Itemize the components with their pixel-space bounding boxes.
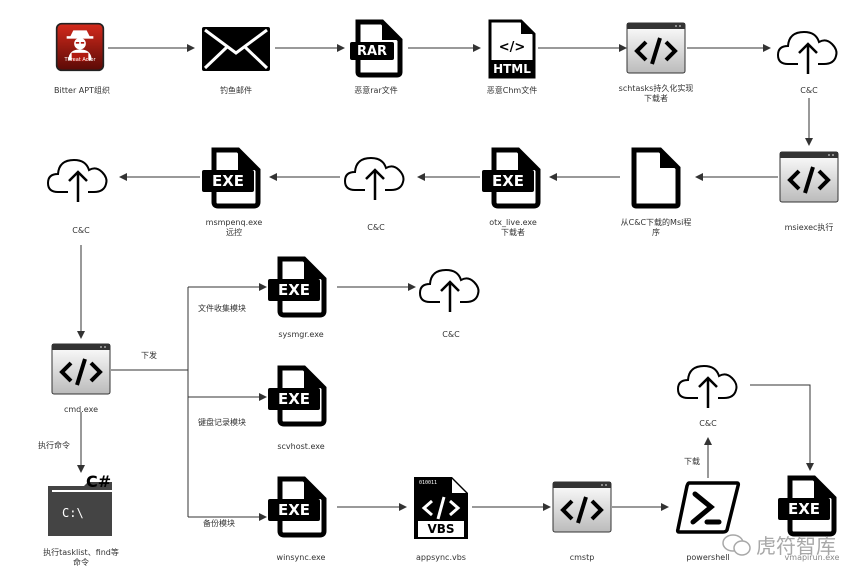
node-console[interactable]: C# C:\ xyxy=(48,472,116,538)
exe-badge: EXE xyxy=(277,390,311,408)
label-msi-1: 从C&C下载的Msi程 xyxy=(620,218,692,227)
exe-badge: EXE xyxy=(491,172,525,190)
label-vmapirun: vmapirun.exe xyxy=(784,553,840,562)
exe-file-icon xyxy=(778,475,837,537)
label-cc1: C&C xyxy=(800,86,818,95)
code-window-icon[interactable] xyxy=(552,481,612,533)
edge-cc5-vmapirun xyxy=(750,384,814,471)
rar-badge: RAR xyxy=(356,44,388,59)
label-otx-2: 下载者 xyxy=(501,228,525,237)
label-msi-2: 序 xyxy=(652,228,660,237)
csharp-badge: C# xyxy=(86,472,112,491)
label-rar-file: 恶意rar文件 xyxy=(354,86,398,95)
html-file-icon: </> xyxy=(488,19,536,79)
rar-file-icon xyxy=(350,19,403,78)
edge-label-download: 下载 xyxy=(684,457,700,466)
html-badge: HTML xyxy=(493,62,531,76)
label-console-2: 命令 xyxy=(73,558,89,567)
file-icon[interactable] xyxy=(630,146,682,210)
watermark-text: 虎符智库 xyxy=(756,534,836,558)
exe-badge: EXE xyxy=(787,500,821,518)
cloud-upload-icon[interactable] xyxy=(343,150,409,200)
label-schtasks-2: 下载者 xyxy=(644,94,668,103)
csharp-console-icon xyxy=(48,482,112,536)
label-sysmgr: sysmgr.exe xyxy=(278,330,324,339)
exe-file-icon xyxy=(202,147,261,209)
exe-file-icon xyxy=(482,147,541,209)
label-msmpenq-1: msmpenq.exe xyxy=(205,218,263,227)
exe-badge: EXE xyxy=(277,281,311,299)
edge-label-exec-cmd: 执行命令 xyxy=(38,441,70,450)
svg-text:</>: </> xyxy=(499,40,526,55)
edge-label-keylogger: 键盘记录模块 xyxy=(198,418,246,427)
threat-actor-badge: Threat Actor xyxy=(64,57,96,63)
powershell-icon[interactable] xyxy=(675,480,741,534)
edge-label-backup: 备份模块 xyxy=(203,519,235,528)
label-powershell: powershell xyxy=(686,553,730,562)
node-appsync[interactable]: 010011 VBS xyxy=(412,475,470,541)
code-window-icon[interactable] xyxy=(51,343,111,395)
threat-actor-icon xyxy=(55,22,105,72)
label-schtasks-1: schtasks持久化实现 xyxy=(618,84,694,93)
exe-file-icon xyxy=(268,365,327,427)
vbs-badge: VBS xyxy=(427,522,455,536)
edge-label-file-collect: 文件收集模块 xyxy=(198,304,246,313)
label-cc3: C&C xyxy=(72,226,90,235)
wechat-icon xyxy=(722,533,751,556)
label-appsync: appsync.vbs xyxy=(416,553,466,562)
cloud-upload-icon[interactable] xyxy=(418,262,484,312)
cloud-upload-icon[interactable] xyxy=(676,358,742,408)
label-cmstp: cmstp xyxy=(569,553,595,562)
vbs-bits: 010011 xyxy=(419,480,438,486)
label-threat-actor: Bitter APT组织 xyxy=(54,86,110,95)
label-cc5: C&C xyxy=(699,419,717,428)
label-scvhost: scvhost.exe xyxy=(277,442,325,451)
cloud-upload-icon[interactable] xyxy=(776,24,842,74)
label-phishing-mail: 钓鱼邮件 xyxy=(220,86,252,95)
watermark: 虎符智库 xyxy=(722,530,836,559)
vbs-file-icon xyxy=(414,477,468,539)
exe-file-icon xyxy=(268,256,327,318)
label-cmd: cmd.exe xyxy=(63,405,99,414)
node-sysmgr[interactable]: EXE xyxy=(266,255,332,319)
exe-file-icon xyxy=(268,476,327,538)
node-winsync[interactable]: EXE xyxy=(266,475,332,539)
exe-badge: EXE xyxy=(277,501,311,519)
label-cc4: C&C xyxy=(442,330,460,339)
node-otx-live[interactable]: EXE xyxy=(480,146,546,210)
cloud-upload-icon[interactable] xyxy=(46,152,112,202)
node-scvhost[interactable]: EXE xyxy=(266,364,332,428)
label-msiexec: msiexec执行 xyxy=(784,223,834,232)
node-threat-actor[interactable]: Threat Actor xyxy=(52,22,108,72)
label-otx-1: otx_live.exe xyxy=(489,218,537,227)
node-vmapirun[interactable]: EXE xyxy=(776,474,842,538)
node-rar-file[interactable]: RAR xyxy=(348,18,406,78)
node-chm-file[interactable]: </> HTML xyxy=(487,18,537,80)
code-window-icon[interactable] xyxy=(626,22,686,74)
label-cc2: C&C xyxy=(367,223,385,232)
console-prompt: C:\ xyxy=(62,506,84,520)
edge-label-issue: 下发 xyxy=(141,351,157,360)
label-winsync: winsync.exe xyxy=(276,553,326,562)
envelope-icon[interactable] xyxy=(202,27,270,71)
node-msmpenq[interactable]: EXE xyxy=(200,146,266,210)
label-console-1: 执行tasklist、find等 xyxy=(43,548,119,557)
code-window-icon[interactable] xyxy=(779,151,839,203)
label-msmpenq-2: 远控 xyxy=(226,228,242,237)
exe-badge: EXE xyxy=(211,172,245,190)
label-chm-file: 恶意Chm文件 xyxy=(486,86,538,95)
